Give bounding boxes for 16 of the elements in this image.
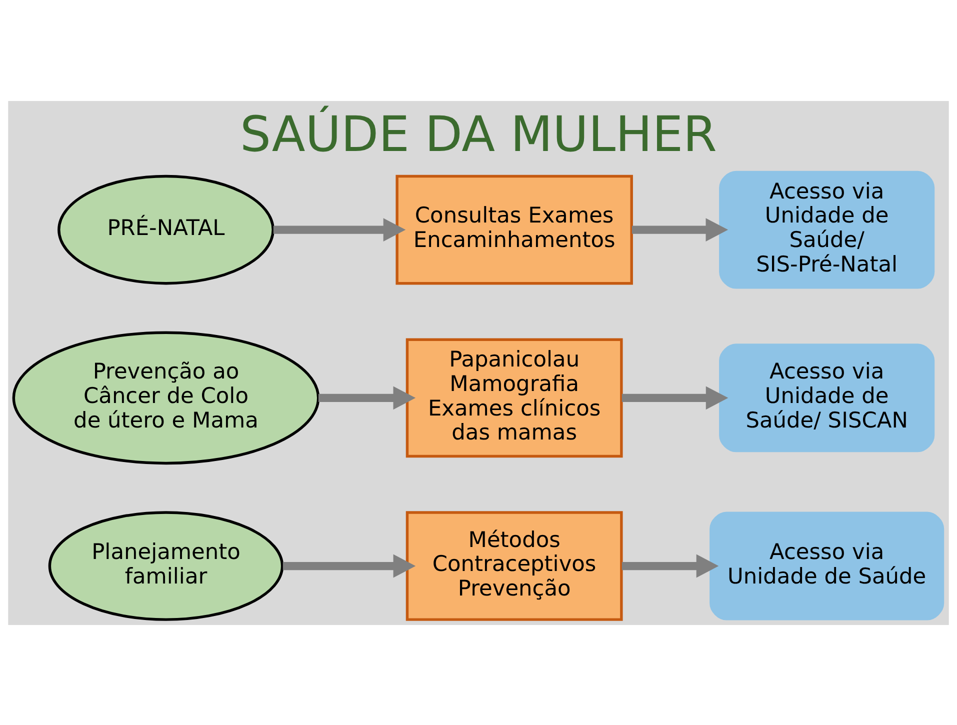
diagram-title: SAÚDE DA MULHER bbox=[240, 105, 717, 162]
arrow bbox=[622, 554, 719, 578]
arrow bbox=[622, 386, 728, 410]
node-box: Métodos Contraceptivos Prevenção bbox=[406, 510, 623, 620]
arrow bbox=[318, 386, 416, 410]
arrow bbox=[632, 218, 728, 241]
node-box: Acesso via Unidade de Saúde/ SIS-Pré-Natal bbox=[719, 170, 935, 288]
node-box: Consultas Exames Encaminhamentos bbox=[396, 174, 633, 284]
node-box: Acesso via Unidade de Saúde bbox=[710, 511, 944, 620]
node-box: Papanicolau Mamografia Exames clínicos das mamas bbox=[406, 338, 623, 458]
node-ellipse: PRÉ-NATAL bbox=[58, 174, 274, 284]
node-ellipse: Planejamento familiar bbox=[48, 510, 284, 620]
arrow bbox=[273, 218, 406, 241]
arrow bbox=[282, 554, 416, 578]
node-ellipse: Prevenção ao Câncer de Colo de útero e Mama bbox=[12, 330, 320, 464]
node-box: Acesso via Unidade de Saúde/ SISCAN bbox=[719, 343, 935, 452]
